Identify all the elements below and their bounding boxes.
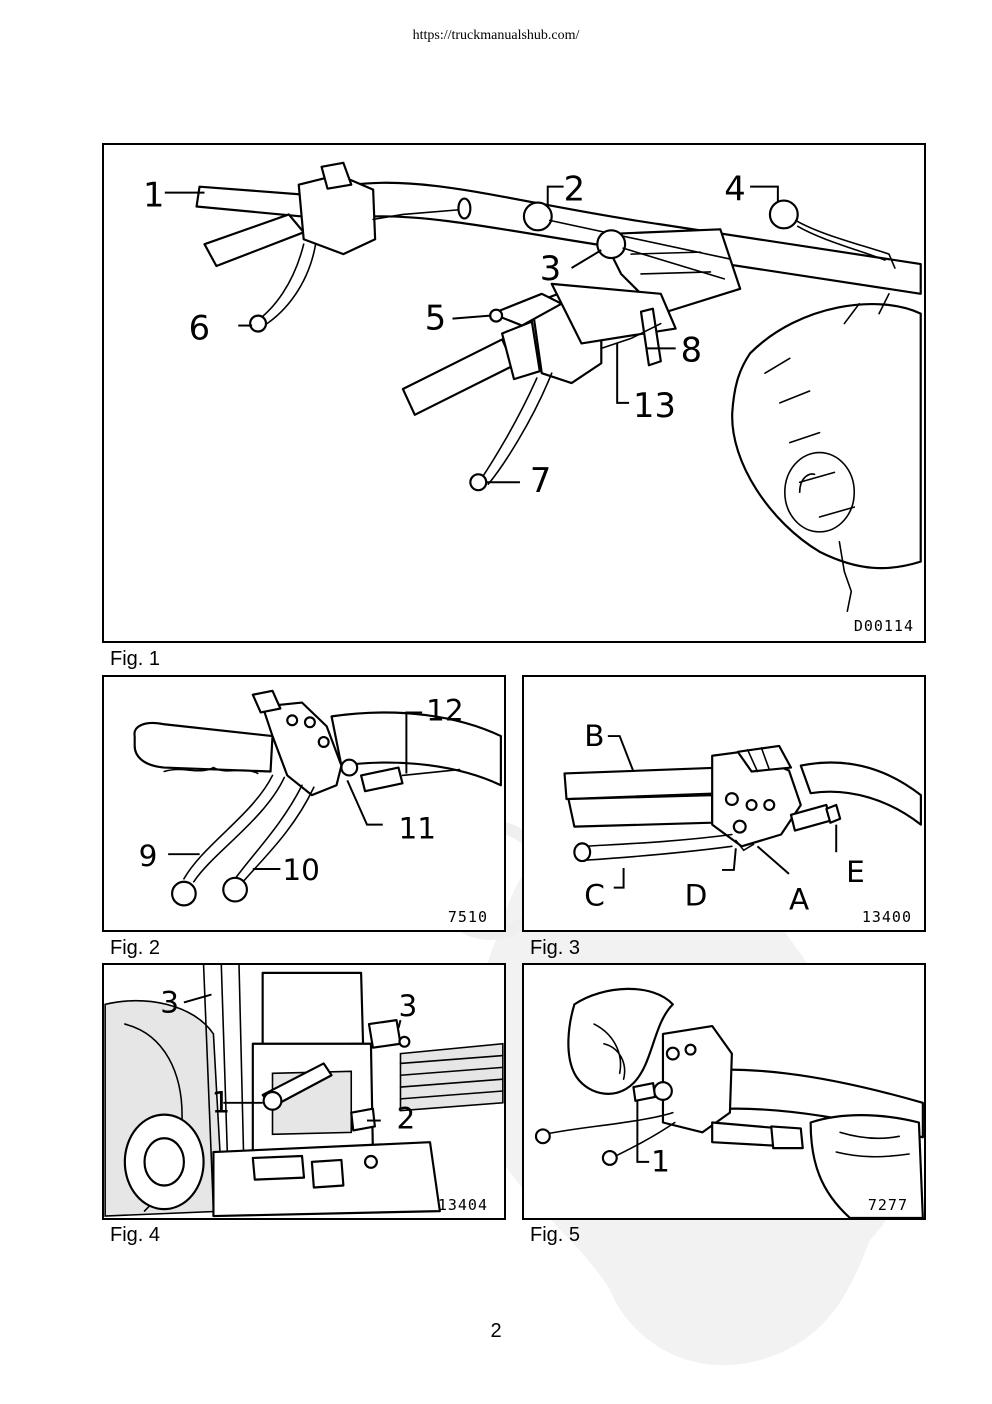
- fig1-code: D00114: [853, 617, 914, 635]
- fig4-label-1: 1: [211, 1086, 230, 1120]
- fig3-label-a: A: [789, 882, 809, 916]
- fig3-label-e: E: [846, 855, 865, 889]
- fig1-label-3: 3: [540, 249, 561, 288]
- fig2-label-10: 10: [282, 853, 320, 887]
- fig4-label-2: 2: [397, 1101, 416, 1135]
- fig1-label-6: 6: [189, 308, 210, 347]
- page-number: 2: [490, 1320, 502, 1342]
- fig4-label-3-left: 3: [160, 985, 179, 1019]
- fig3-label-c: C: [584, 878, 605, 912]
- figure-3-frame: B C D A E 13400: [522, 675, 926, 932]
- fig4-label-3-right: 3: [399, 989, 418, 1023]
- fig3-label-d: D: [685, 878, 708, 912]
- fig1-label-2: 2: [564, 170, 585, 209]
- figure-2-drawing: 9 10 11 12: [133, 689, 502, 907]
- fig1-label-1: 1: [143, 176, 164, 215]
- fig1-label-4: 4: [724, 170, 745, 209]
- fig1-label-5: 5: [425, 299, 446, 338]
- source-url: https://truckmanualshub.com/: [412, 28, 580, 43]
- fig1-caption: Fig. 1: [110, 648, 161, 670]
- fig2-caption: Fig. 2: [110, 937, 161, 959]
- fig3-caption: Fig. 3: [530, 937, 581, 959]
- fig2-code: 7510: [447, 908, 488, 926]
- fig3-code: 13400: [861, 908, 912, 926]
- figure-3-drawing: B C D A E: [563, 719, 922, 916]
- fig2-label-12: 12: [426, 693, 464, 727]
- fig4-code: 13404: [437, 1196, 488, 1214]
- figure-5-frame: 1 7277: [522, 963, 926, 1220]
- figure-1-drawing: 1 2 3 4 5 6 7 8 13: [143, 161, 922, 613]
- fig5-code: 7277: [867, 1196, 908, 1214]
- fig2-label-9: 9: [139, 839, 158, 873]
- figure-4-drawing: 3 3 1 2: [104, 965, 504, 1218]
- fig1-label-13: 13: [633, 386, 676, 425]
- fig3-label-b: B: [584, 719, 604, 753]
- figure-1-frame: 1 2 3 4 5 6 7 8 13 D00114: [102, 143, 926, 643]
- fig5-caption: Fig. 5: [530, 1224, 581, 1246]
- figure-4-frame: 3 3 1 2 13404: [102, 963, 506, 1220]
- figure-2-frame: 9 10 11 12 7510: [102, 675, 506, 932]
- fig2-label-11: 11: [399, 811, 437, 845]
- fig4-caption: Fig. 4: [110, 1224, 161, 1246]
- fig1-label-7: 7: [530, 461, 551, 500]
- fig1-label-8: 8: [681, 330, 702, 369]
- figure-5-drawing: 1: [534, 987, 924, 1218]
- fig5-label-1: 1: [651, 1145, 670, 1179]
